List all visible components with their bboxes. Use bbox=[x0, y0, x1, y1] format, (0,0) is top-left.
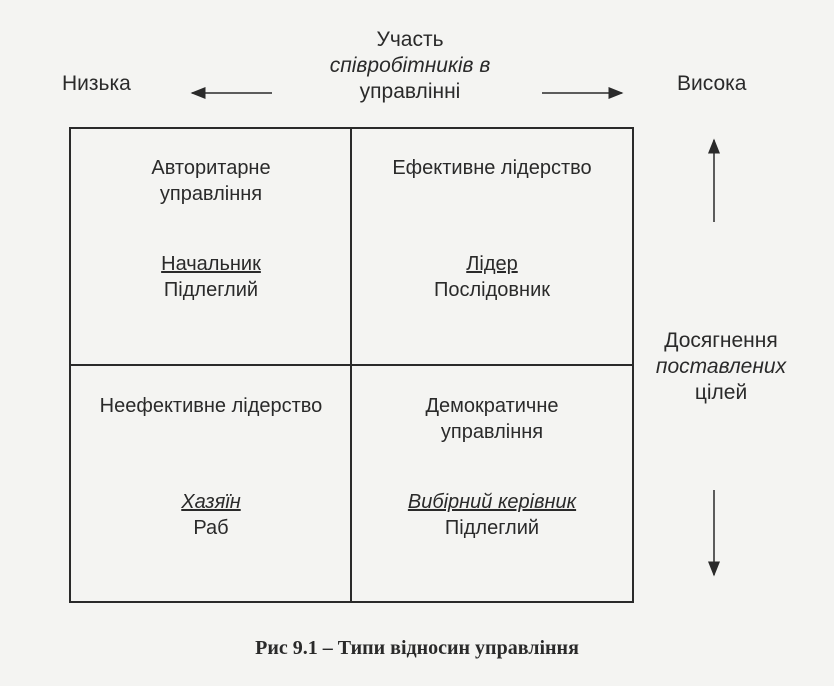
axis-title-line1: Участь bbox=[376, 28, 444, 51]
quadrant-top-right: Ефективне лідерство Лідер Послідовник bbox=[352, 155, 632, 303]
side-axis-line2: поставлених bbox=[655, 355, 787, 378]
quadrant-title-line2: управління bbox=[159, 183, 263, 205]
quadrant-role-secondary: Послідовник bbox=[434, 279, 550, 301]
quadrant-title: Демократичне bbox=[425, 395, 559, 417]
side-axis-title: Досягнення поставлених цілей bbox=[636, 328, 806, 406]
quadrant-role-primary: Хазяїн bbox=[181, 491, 241, 513]
quadrant-role-secondary: Підлеглий bbox=[163, 279, 259, 301]
quadrant-role-secondary: Раб bbox=[193, 517, 229, 539]
side-axis-line1: Досягнення bbox=[664, 329, 778, 352]
quadrant-title: Ефективне лідерство bbox=[392, 157, 592, 179]
quadrant-role-secondary: Підлеглий bbox=[444, 517, 540, 539]
axis-title-line2: співробітників в bbox=[329, 54, 491, 77]
quadrant-title-line2: управління bbox=[440, 421, 544, 443]
side-axis-line3: цілей bbox=[694, 381, 748, 404]
figure-caption: Рис 9.1 – Типи відносин управління bbox=[255, 637, 579, 659]
quadrant-title: Авторитарне bbox=[151, 157, 271, 179]
quadrant-role-primary: Начальник bbox=[161, 253, 261, 275]
quadrant-role-primary: Вибірний керівник bbox=[407, 491, 577, 513]
quadrant-bottom-left: Неефективне лідерство Хазяїн Раб bbox=[72, 393, 350, 541]
axis-low-label: Низька bbox=[62, 72, 131, 95]
quadrant-role-primary: Лідер bbox=[466, 253, 518, 275]
quadrant-bottom-right: Демократичне управління Вибірний керівни… bbox=[352, 393, 632, 541]
axis-title: Участь співробітників в управлінні bbox=[290, 27, 530, 105]
axis-title-line3: управлінні bbox=[359, 80, 461, 103]
quadrant-top-left: Авторитарне управління Начальник Підлегл… bbox=[72, 155, 350, 303]
axis-high-label: Висока bbox=[677, 72, 747, 95]
quadrant-title: Неефективне лідерство bbox=[99, 395, 323, 417]
